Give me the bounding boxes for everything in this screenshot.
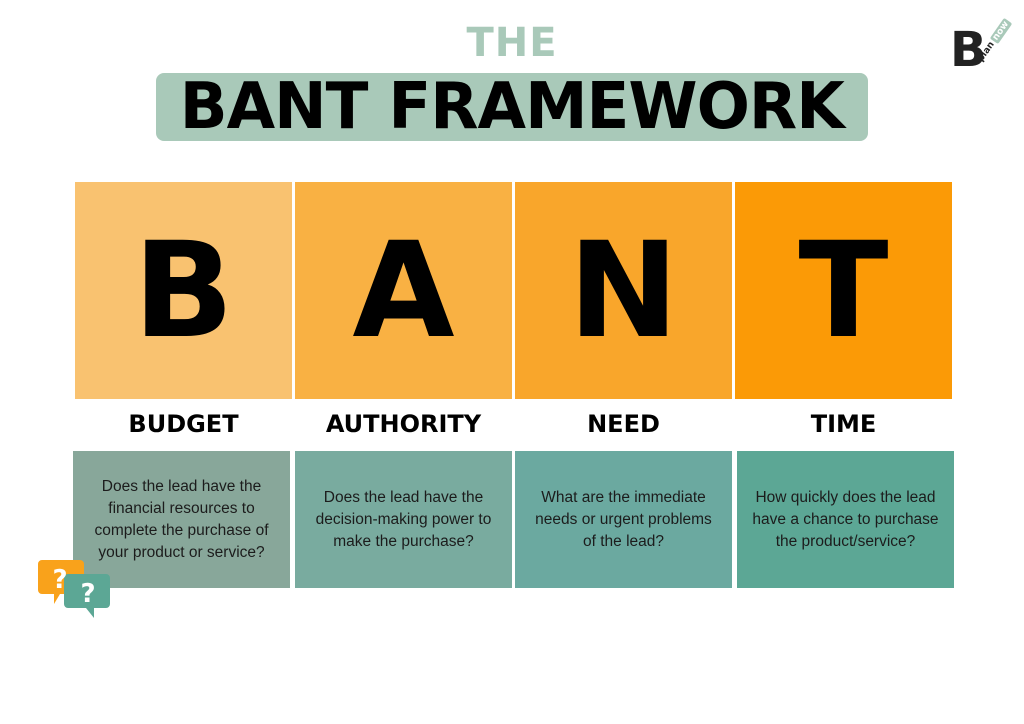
label-budget: BUDGET	[128, 410, 239, 438]
logo-mark: B	[950, 22, 987, 78]
brand-logo: B plannow	[950, 17, 1013, 80]
letter-n: N	[568, 213, 679, 368]
pre-title: THE	[466, 20, 558, 66]
desc-tile-budget: Does the lead have the financial resourc…	[73, 451, 290, 588]
letter-tile-budget: B	[75, 182, 292, 399]
desc-tile-need: What are the immediate needs or urgent p…	[515, 451, 732, 588]
letter-b: B	[133, 213, 234, 368]
desc-budget: Does the lead have the financial resourc…	[94, 477, 269, 561]
desc-time: How quickly does the lead have a chance …	[752, 488, 939, 550]
desc-need: What are the immediate needs or urgent p…	[535, 488, 712, 550]
desc-tile-authority: Does the lead have the decision-making p…	[295, 451, 512, 588]
title-banner: BANT FRAMEWORK	[156, 70, 868, 144]
letter-tile-authority: A	[295, 182, 512, 399]
page-title: BANT FRAMEWORK	[179, 70, 845, 144]
letter-a: A	[352, 213, 455, 368]
letter-t: T	[798, 213, 889, 368]
svg-text:?: ?	[52, 565, 67, 595]
label-authority: AUTHORITY	[325, 410, 482, 438]
desc-authority: Does the lead have the decision-making p…	[315, 488, 492, 550]
letter-tile-need: N	[515, 182, 732, 399]
label-time: TIME	[810, 410, 877, 438]
question-bubbles-icon: ? ?	[38, 560, 110, 618]
svg-text:?: ?	[80, 579, 95, 609]
letter-tile-time: T	[735, 182, 952, 399]
label-need: NEED	[587, 410, 660, 438]
desc-tile-time: How quickly does the lead have a chance …	[737, 451, 954, 588]
